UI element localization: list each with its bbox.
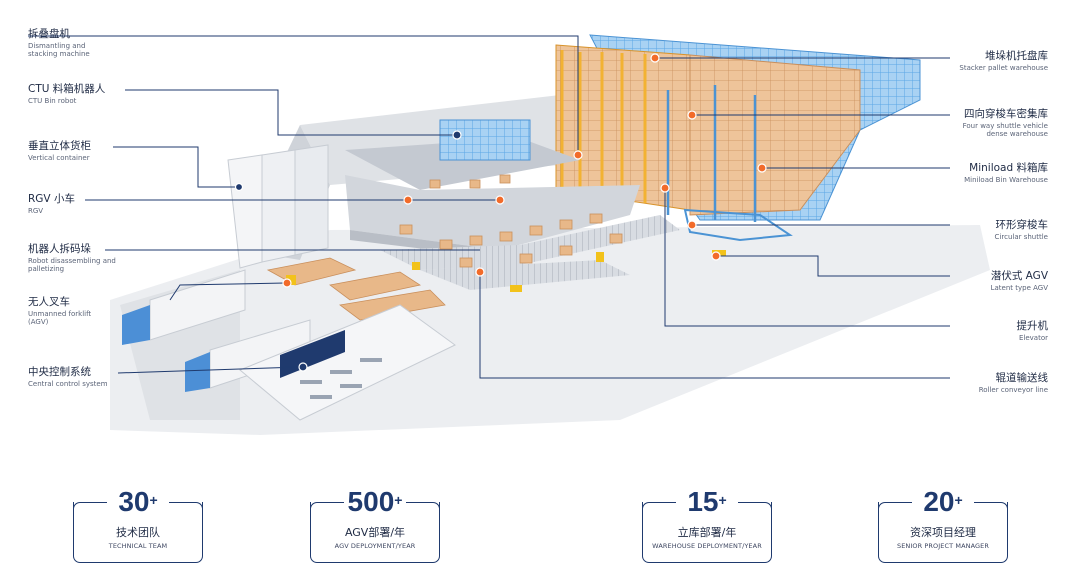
stat-subtitle: TECHNICAL TEAM [108, 542, 168, 550]
stat-number: 30+ [118, 486, 158, 517]
marker-dots [234, 53, 767, 372]
stat-subtitle: AGV DEPLOYMENT/YEAR [334, 542, 416, 550]
label-zh: 提升机 [1016, 320, 1049, 332]
stat-title: 技术团队 [116, 526, 160, 539]
label-central-control: 中央控制系统 Central control system [28, 366, 108, 388]
ctu-rack [439, 119, 531, 161]
label-zh: Miniload 料箱库 [969, 162, 1048, 174]
label-circular-shuttle: 环形穿梭车 Circular shuttle [995, 219, 1048, 241]
label-zh: 无人叉车 [28, 296, 70, 308]
label-roller-conveyor: 辊道输送线 Roller conveyor line [979, 372, 1048, 394]
label-en: Stacker pallet warehouse [959, 64, 1048, 73]
label-vertical-container: 垂直立体货柜 Vertical container [28, 140, 91, 162]
label-zh: 四向穿梭车密集库 [964, 108, 1048, 120]
roller-conveyor [380, 215, 680, 270]
label-zh: RGV 小车 [28, 193, 75, 205]
label-zh: 潜伏式 AGV [990, 270, 1048, 282]
label-zh: 拆叠盘机 [28, 28, 70, 40]
label-zh: 辊道输送线 [995, 372, 1049, 384]
stat-subtitle: WAREHOUSE DEPLOYMENT/YEAR [652, 542, 762, 550]
label-unmanned-forklift: 无人叉车 Unmanned forklift (AGV) [28, 296, 103, 326]
mid-deck [345, 175, 640, 250]
label-stacker-pallet-warehouse: 堆垛机托盘库 Stacker pallet warehouse [959, 50, 1048, 72]
label-miniload: Miniload 料箱库 Miniload Bin Warehouse [964, 162, 1048, 184]
label-en: CTU Bin robot [28, 97, 77, 106]
label-en: Four way shuttle vehicle dense warehouse [962, 122, 1048, 139]
label-zh: CTU 料箱机器人 [28, 83, 106, 95]
stat-number: 20+ [923, 486, 963, 517]
label-en: Latent type AGV [990, 284, 1048, 293]
label-ctu-bin-robot: CTU 料箱机器人 CTU Bin robot [28, 83, 105, 105]
stat-number: 15+ [687, 486, 727, 517]
dense-storage [689, 54, 861, 216]
label-en: Robot disassembling and palletizing [28, 257, 116, 274]
label-zh: 中央控制系统 [28, 366, 91, 378]
label-en: RGV [28, 207, 44, 216]
stat-number: 500+ [347, 486, 403, 517]
label-zh: 环形穿梭车 [995, 219, 1049, 231]
stat-subtitle: SENIOR PROJECT MANAGER [897, 542, 989, 550]
truck-1 [122, 269, 246, 345]
label-four-way-shuttle: 四向穿梭车密集库 Four way shuttle vehicle dense … [950, 108, 1048, 138]
label-elevator: 提升机 Elevator [1017, 320, 1049, 342]
label-en: Dismantling and stacking machine [28, 42, 90, 59]
label-zh: 机器人拆码垛 [28, 243, 91, 255]
label-latent-agv: 潜伏式 AGV Latent type AGV [991, 270, 1048, 292]
control-room [239, 304, 456, 421]
stat-title: 资深项目经理 [910, 526, 976, 539]
label-rgv: RGV 小车 RGV [28, 193, 75, 215]
label-dismantling-stacking: 拆叠盘机 Dismantling and stacking machine [28, 28, 148, 58]
label-zh: 垂直立体货柜 [28, 140, 91, 152]
label-en: Circular shuttle [994, 233, 1048, 242]
label-en: Unmanned forklift (AGV) [28, 310, 92, 327]
label-en: Miniload Bin Warehouse [964, 176, 1048, 185]
label-en: Elevator [1018, 334, 1048, 343]
stat-title: AGV部署/年 [344, 526, 406, 539]
label-en: Roller conveyor line [978, 386, 1048, 395]
label-robot-palletizing: 机器人拆码垛 Robot disassembling and palletizi… [28, 243, 118, 273]
label-zh: 堆垛机托盘库 [985, 50, 1048, 62]
label-en: Vertical container [28, 154, 90, 163]
stat-title: 立库部署/年 [677, 526, 737, 539]
label-en: Central control system [28, 380, 108, 389]
